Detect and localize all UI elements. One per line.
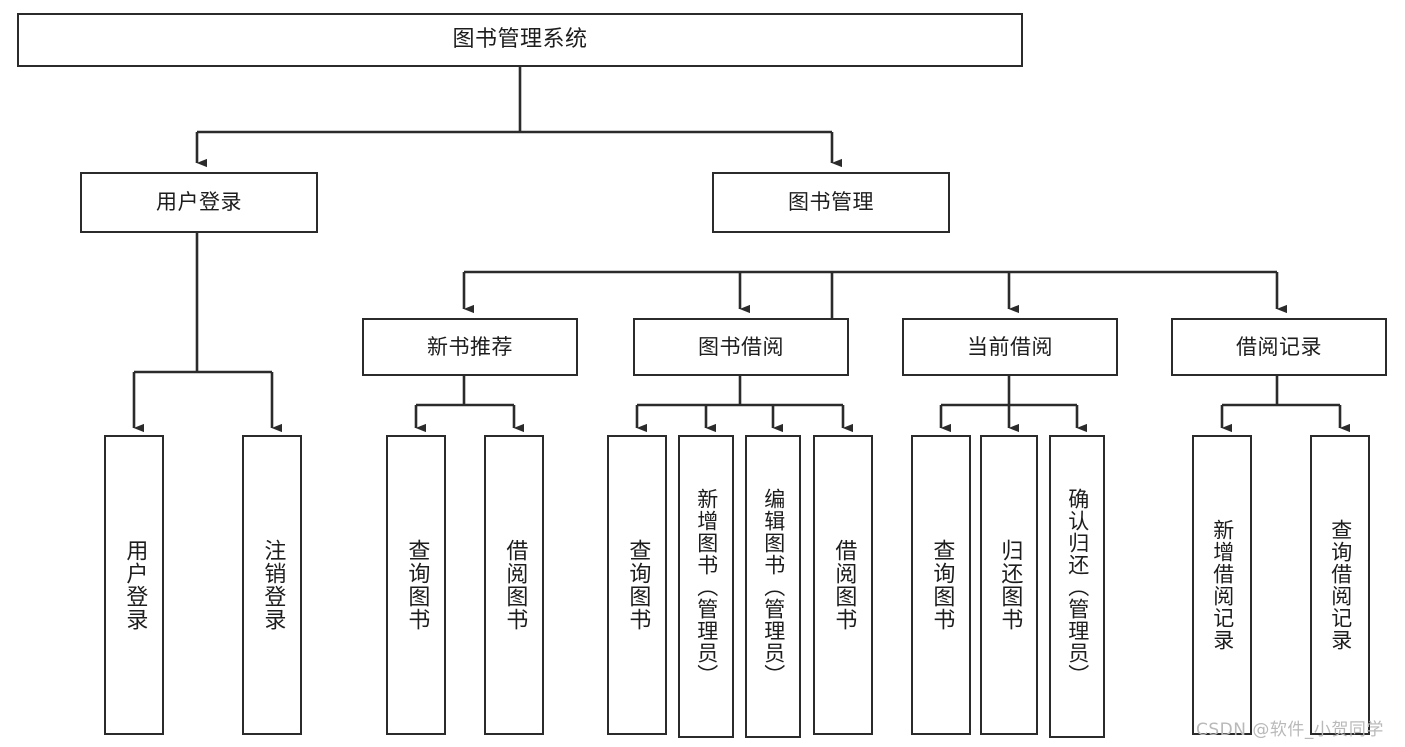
csdn-watermark: CSDN @软件_小贺同学 <box>1196 720 1384 740</box>
leaf-confirm-return-label: 确认归还（管理员） <box>1065 487 1090 686</box>
leaf-query-book-3-label: 查询图书 <box>929 539 955 631</box>
leaf-query-book-1[interactable]: 查询图书 <box>386 435 446 735</box>
leaf-user-logout-label: 注销登录 <box>260 539 286 631</box>
node-root[interactable]: 图书管理系统 <box>17 13 1023 67</box>
node-borrow-record-label: 借阅记录 <box>1236 334 1322 359</box>
node-book-manage[interactable]: 图书管理 <box>712 172 950 233</box>
leaf-query-book-1-label: 查询图书 <box>404 539 430 631</box>
node-current-borrow-label: 当前借阅 <box>967 334 1053 359</box>
node-new-book-rec-label: 新书推荐 <box>427 334 513 359</box>
leaf-query-book-2[interactable]: 查询图书 <box>607 435 667 735</box>
leaf-user-login-label: 用户登录 <box>122 539 148 631</box>
leaf-return-book-label: 归还图书 <box>997 539 1023 631</box>
leaf-user-login[interactable]: 用户登录 <box>104 435 164 735</box>
leaf-borrow-book-1[interactable]: 借阅图书 <box>484 435 544 735</box>
leaf-query-record[interactable]: 查询借阅记录 <box>1310 435 1370 735</box>
node-new-book-rec[interactable]: 新书推荐 <box>362 318 578 376</box>
leaf-borrow-book-2-label: 借阅图书 <box>831 539 857 631</box>
leaf-confirm-return[interactable]: 确认归还（管理员） <box>1049 435 1105 738</box>
node-book-borrow[interactable]: 图书借阅 <box>633 318 849 376</box>
leaf-add-record-label: 新增借阅记录 <box>1210 519 1235 651</box>
leaf-user-logout[interactable]: 注销登录 <box>242 435 302 735</box>
node-book-borrow-label: 图书借阅 <box>698 334 784 359</box>
node-book-manage-label: 图书管理 <box>788 190 874 215</box>
leaf-edit-book[interactable]: 编辑图书（管理员） <box>745 435 801 738</box>
leaf-return-book[interactable]: 归还图书 <box>980 435 1038 735</box>
node-user-login-label: 用户登录 <box>156 190 242 215</box>
leaf-query-record-label: 查询借阅记录 <box>1328 519 1353 651</box>
leaf-add-book[interactable]: 新增图书（管理员） <box>678 435 734 738</box>
leaf-borrow-book-1-label: 借阅图书 <box>502 539 528 631</box>
node-root-label: 图书管理系统 <box>452 27 588 53</box>
leaf-edit-book-label: 编辑图书（管理员） <box>761 487 786 686</box>
node-user-login[interactable]: 用户登录 <box>80 172 318 233</box>
node-borrow-record[interactable]: 借阅记录 <box>1171 318 1387 376</box>
leaf-add-record[interactable]: 新增借阅记录 <box>1192 435 1252 735</box>
leaf-query-book-2-label: 查询图书 <box>625 539 651 631</box>
leaf-add-book-label: 新增图书（管理员） <box>694 487 719 686</box>
leaf-borrow-book-2[interactable]: 借阅图书 <box>813 435 873 735</box>
leaf-query-book-3[interactable]: 查询图书 <box>911 435 971 735</box>
node-current-borrow[interactable]: 当前借阅 <box>902 318 1118 376</box>
